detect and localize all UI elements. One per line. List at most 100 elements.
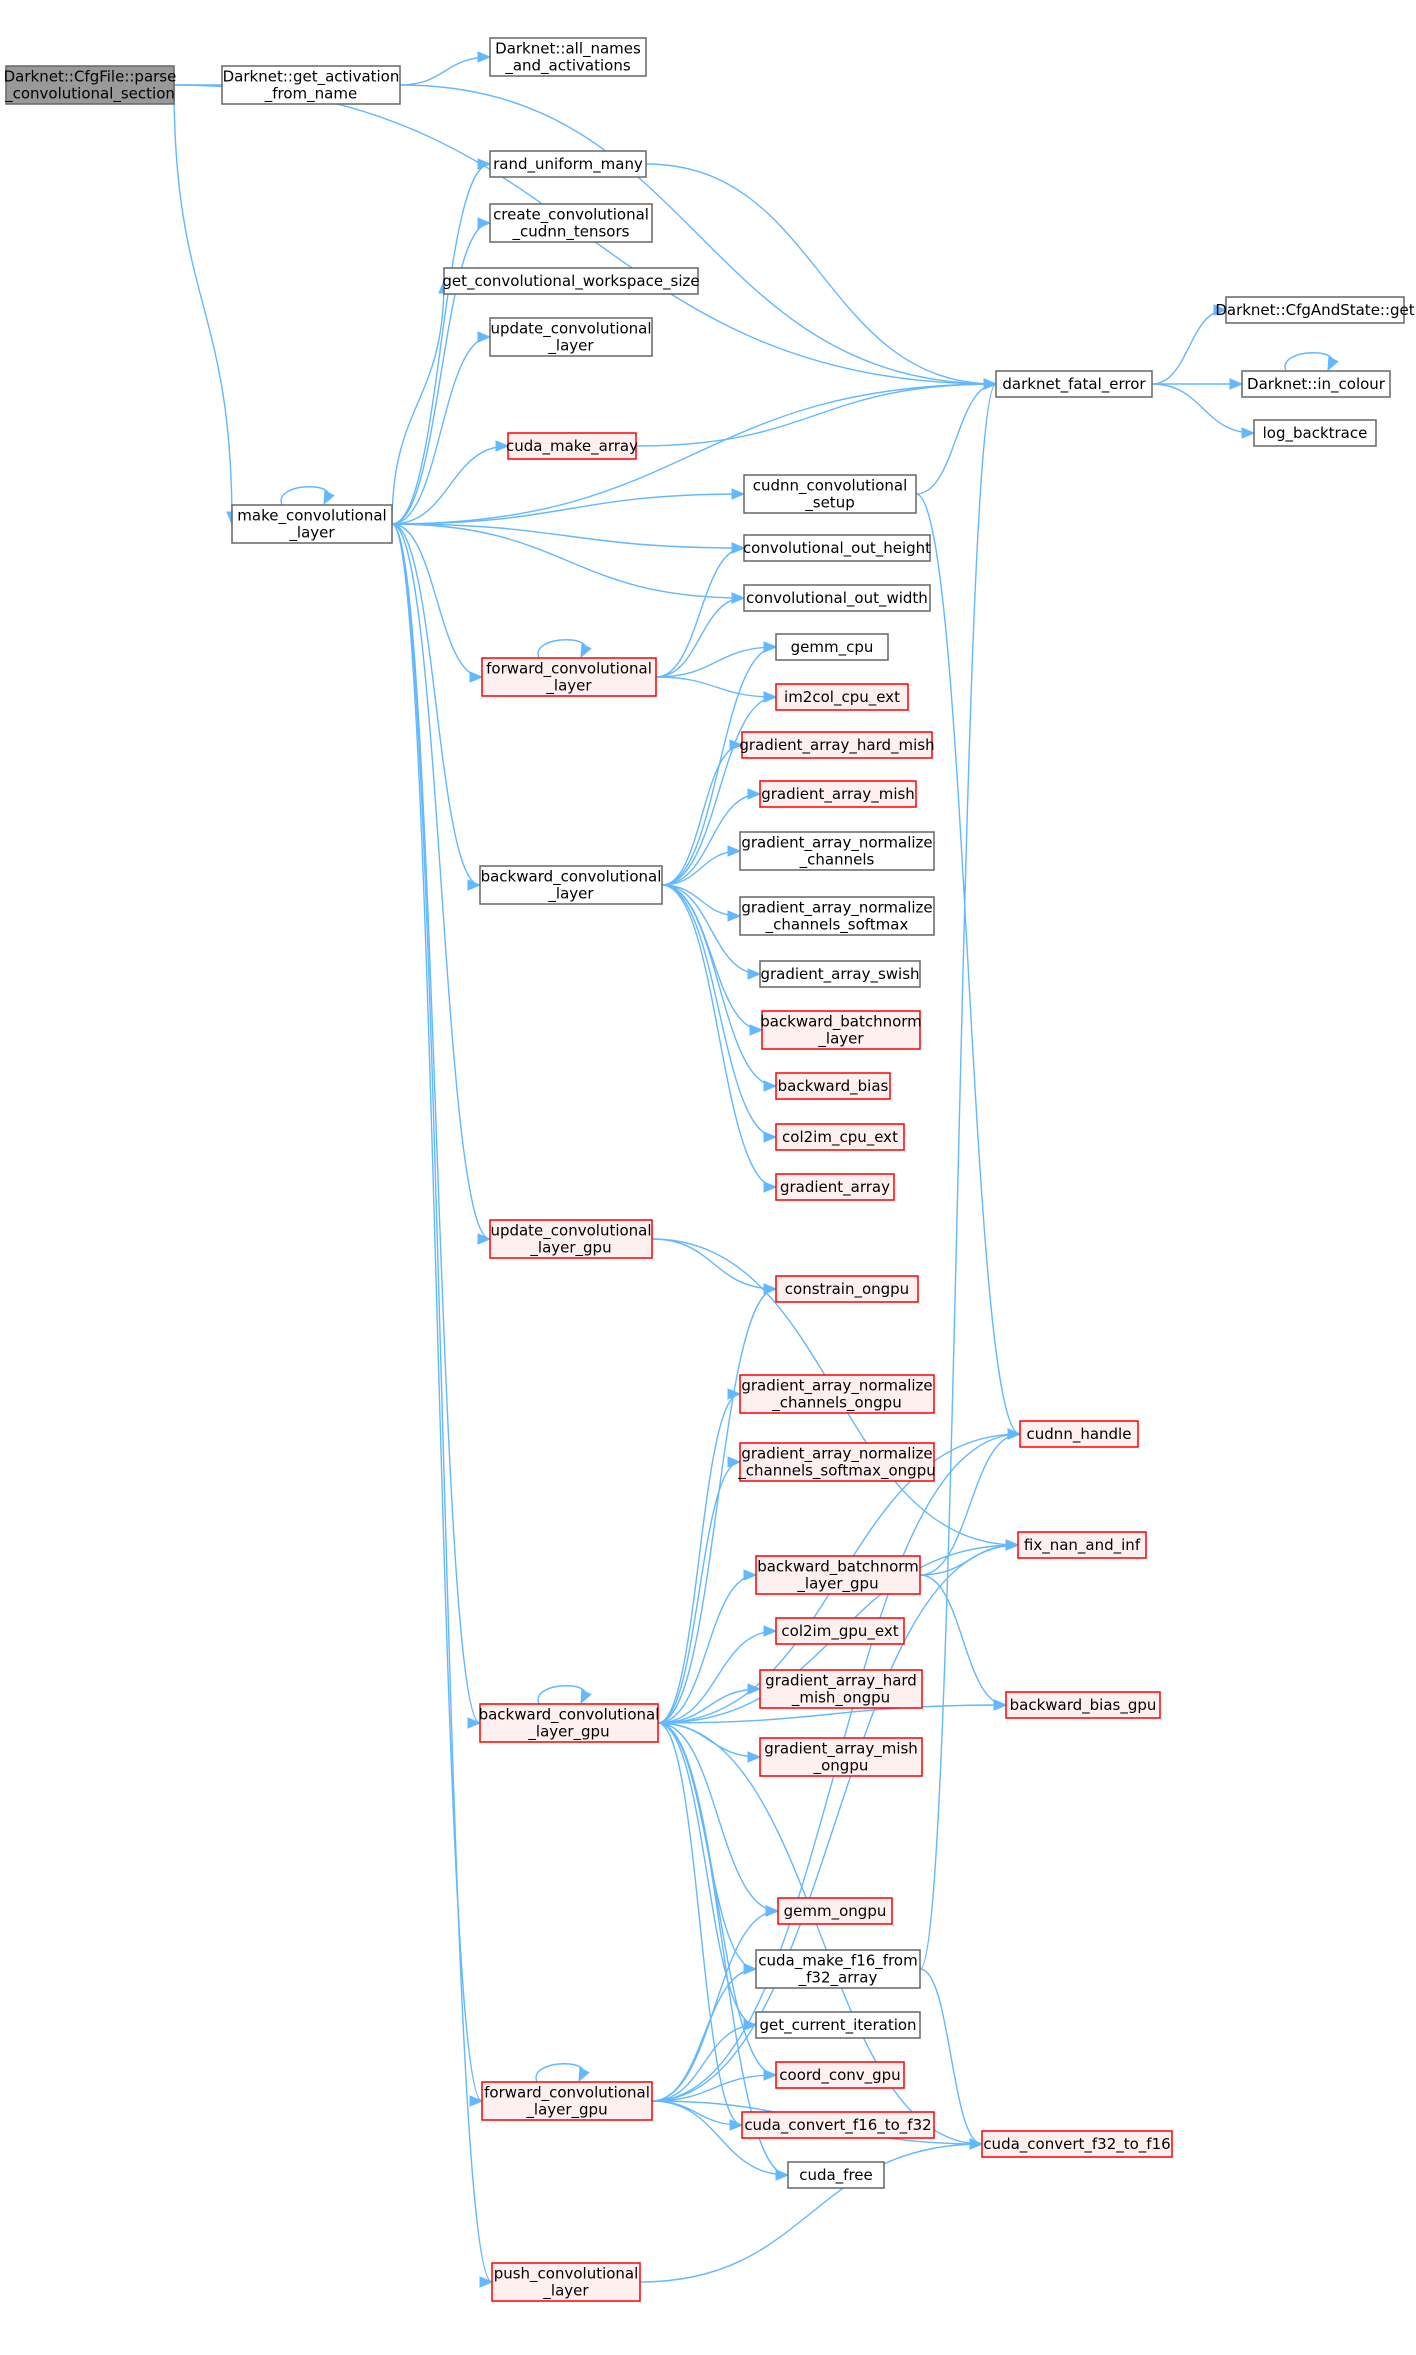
edge-cudnnsetup-to-fatal xyxy=(915,378,998,495)
edge-fwdgpu-to-fixnan xyxy=(651,1539,1020,2102)
edge-arrowhead xyxy=(1005,1539,1020,1551)
edge-arrowhead xyxy=(729,2119,744,2131)
node-coord[interactable]: coord_conv_gpu xyxy=(775,2061,905,2089)
node-gamish[interactable]: gradient_array_mish xyxy=(759,780,917,808)
node-box xyxy=(759,960,921,988)
node-col2imgpu[interactable]: col2im_gpu_ext xyxy=(775,1617,905,1645)
node-gahardmishon[interactable]: gradient_array_hard_mish_ongpu xyxy=(759,1669,923,1709)
node-gemmon[interactable]: gemm_ongpu xyxy=(777,1897,893,1925)
edge-makeconv-to-pushconv xyxy=(391,523,494,2288)
node-parse[interactable]: Darknet::CfgFile::parse_convolutional_se… xyxy=(4,65,177,105)
node-gaswish[interactable]: gradient_array_swish xyxy=(759,960,921,988)
node-label: _layer xyxy=(547,885,594,904)
edge-arrowhead xyxy=(1327,356,1339,372)
edge-arrowhead xyxy=(743,2019,758,2031)
node-bwdbias[interactable]: backward_bias xyxy=(775,1072,891,1100)
node-label: gradient_array_normalize xyxy=(741,1445,932,1464)
node-gemmcpu[interactable]: gemm_cpu xyxy=(775,633,889,661)
node-box xyxy=(775,633,889,661)
node-outh[interactable]: convolutional_out_height xyxy=(743,534,931,562)
node-fwdconv[interactable]: forward_convolutional_layer xyxy=(481,657,657,697)
node-box xyxy=(743,474,917,514)
node-label: darknet_fatal_error xyxy=(1002,375,1146,394)
node-makeconv[interactable]: make_convolutional_layer xyxy=(231,504,393,544)
node-label: gradient_array_normalize xyxy=(741,899,932,918)
edge-pushconv-to-f32to16 xyxy=(639,2138,984,2283)
edge-fwdconv-to-im2col xyxy=(655,676,778,703)
node-bwdconv[interactable]: backward_convolutional_layer xyxy=(479,865,663,905)
node-getws[interactable]: get_convolutional_workspace_size xyxy=(442,267,700,295)
node-ganormsm[interactable]: gradient_array_normalize_channels_softma… xyxy=(739,896,935,936)
node-f16to32[interactable]: cuda_convert_f16_to_f32 xyxy=(741,2111,935,2139)
node-cfgget[interactable]: Darknet::CfgAndState::get xyxy=(1215,296,1415,324)
node-box xyxy=(739,1442,935,1482)
node-label: _channels_softmax_ongpu xyxy=(737,1462,935,1481)
node-incolour[interactable]: Darknet::in_colour xyxy=(1241,370,1391,398)
edge-arrowhead xyxy=(747,1751,762,1763)
node-outw[interactable]: convolutional_out_width xyxy=(743,584,931,612)
node-gradarr[interactable]: gradient_array xyxy=(775,1173,895,1201)
edge-incolour-to-incolour xyxy=(1284,352,1339,372)
node-bwdbn[interactable]: backward_batchnorm_layer xyxy=(760,1010,922,1050)
edge-arrowhead xyxy=(969,2138,984,2150)
edge-bwdgpu-to-constrain xyxy=(657,1283,778,1724)
node-fatal[interactable]: darknet_fatal_error xyxy=(995,370,1153,398)
node-updconv[interactable]: update_convolutional_layer xyxy=(489,317,653,357)
node-getiter[interactable]: get_current_iteration xyxy=(755,2011,921,2039)
node-f16from[interactable]: cuda_make_f16_from_f32_array xyxy=(755,1949,921,1989)
node-label: create_convolutional xyxy=(493,206,649,225)
node-label: _channels_softmax xyxy=(765,916,909,935)
node-cudamake[interactable]: cuda_make_array xyxy=(506,432,638,460)
node-label: cuda_convert_f32_to_f16 xyxy=(983,2135,1170,2154)
edge-fwdgpu-to-fwdgpu xyxy=(535,2063,590,2083)
node-label: _layer xyxy=(542,2282,589,2301)
node-label: _setup xyxy=(804,494,854,513)
node-label: cuda_make_array xyxy=(506,437,638,456)
edge-makeconv-to-makeconv xyxy=(280,486,335,506)
node-cudnnh[interactable]: cudnn_handle xyxy=(1019,1420,1139,1448)
node-ganorm[interactable]: gradient_array_normalize_channels xyxy=(739,831,935,871)
node-fixnan[interactable]: fix_nan_and_inf xyxy=(1017,1531,1147,1559)
node-box xyxy=(739,896,935,936)
node-cudafree[interactable]: cuda_free xyxy=(787,2161,885,2189)
node-fwdgpu[interactable]: forward_convolutional_layer_gpu xyxy=(481,2081,653,2121)
node-logbt[interactable]: log_backtrace xyxy=(1253,419,1377,447)
node-bwdgpu[interactable]: backward_convolutional_layer_gpu xyxy=(479,1703,660,1743)
node-getact[interactable]: Darknet::get_activation_from_name xyxy=(221,65,401,105)
node-constrain[interactable]: constrain_ongpu xyxy=(775,1275,919,1303)
edge-parse-to-makeconv xyxy=(173,84,238,526)
node-box xyxy=(775,683,909,711)
node-ganormsmon[interactable]: gradient_array_normalize_channels_softma… xyxy=(737,1442,936,1482)
node-pushconv[interactable]: push_convolutional_layer xyxy=(491,2262,641,2302)
node-im2col[interactable]: im2col_cpu_ext xyxy=(775,683,909,711)
edge-arrowhead xyxy=(763,1131,778,1143)
node-gamishon[interactable]: gradient_array_mish_ongpu xyxy=(759,1737,923,1777)
node-box xyxy=(489,317,653,357)
node-label: _f32_array xyxy=(798,1969,878,1988)
edge-arrowhead xyxy=(727,1388,742,1400)
node-cudnnsetup[interactable]: cudnn_convolutional_setup xyxy=(743,474,917,514)
node-col2im[interactable]: col2im_cpu_ext xyxy=(775,1123,905,1151)
node-box xyxy=(755,2011,921,2039)
node-bwdbngpu[interactable]: backward_batchnorm_layer_gpu xyxy=(755,1555,921,1595)
node-bwdbiasgpu[interactable]: backward_bias_gpu xyxy=(1005,1691,1161,1719)
edge-fatal-to-logbt xyxy=(1151,383,1256,439)
node-updgpu[interactable]: update_convolutional_layer_gpu xyxy=(489,1219,653,1259)
node-label: cudnn_handle xyxy=(1027,1425,1132,1444)
edge-fwdconv-to-fwdconv xyxy=(537,639,592,659)
node-box xyxy=(775,1275,919,1303)
node-label: coord_conv_gpu xyxy=(779,2066,900,2085)
node-f32to16[interactable]: cuda_convert_f32_to_f16 xyxy=(981,2130,1173,2158)
node-label: _convolutional_section xyxy=(4,85,175,104)
node-allnames[interactable]: Darknet::all_names_and_activations xyxy=(489,37,647,77)
node-randu[interactable]: rand_uniform_many xyxy=(489,150,647,178)
node-label: update_convolutional xyxy=(490,1222,651,1241)
node-gahardmish[interactable]: gradient_array_hard_mish xyxy=(739,731,935,759)
node-box xyxy=(1005,1691,1161,1719)
node-ganormon[interactable]: gradient_array_normalize_channels_ongpu xyxy=(739,1374,935,1414)
node-label: get_current_iteration xyxy=(759,2016,916,2035)
node-createcudnn[interactable]: create_convolutional_cudnn_tensors xyxy=(489,203,653,243)
edge-fwdconv-to-outh xyxy=(655,542,746,678)
edge-cudamake-to-fatal xyxy=(635,378,998,447)
node-box xyxy=(489,1219,653,1259)
